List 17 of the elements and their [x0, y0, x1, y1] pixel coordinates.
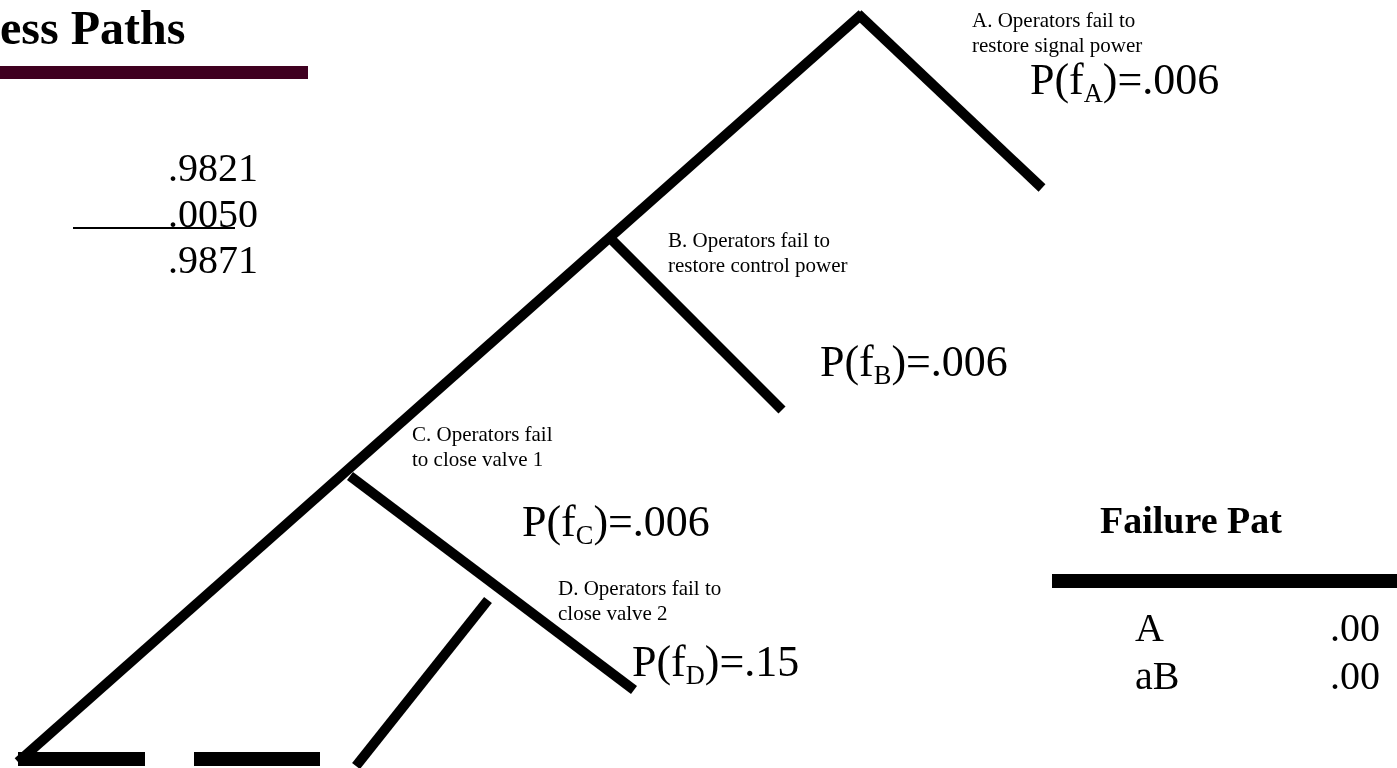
event-label: B. Operators fail to restore control power	[668, 228, 849, 279]
table-heading: Failure Pat	[1100, 500, 1282, 542]
path-text: aB	[1135, 654, 1180, 698]
probability-text: P(f$_{A}$)=.006	[1030, 58, 1220, 107]
value-text: .0050	[168, 192, 258, 236]
value-text: .9821	[168, 146, 258, 190]
event-label: A. Operators fail to restore signal power	[972, 8, 1144, 59]
event-label: C. Operators fail to close valve 1	[412, 422, 554, 473]
path-text: A	[1135, 606, 1164, 650]
value-text: .00	[1330, 654, 1380, 698]
value-text: .9871	[168, 238, 258, 282]
probability-text: P(f$_{C}$)=.006	[522, 500, 710, 549]
value-text: .00	[1330, 606, 1380, 650]
table-heading: ess Paths	[0, 2, 186, 55]
probability-text: P(f$_{B}$)=.006	[820, 340, 1008, 389]
event-label: D. Operators fail to close valve 2	[558, 576, 723, 627]
probability-text: P(f$_{D}$)=.15	[632, 640, 800, 689]
